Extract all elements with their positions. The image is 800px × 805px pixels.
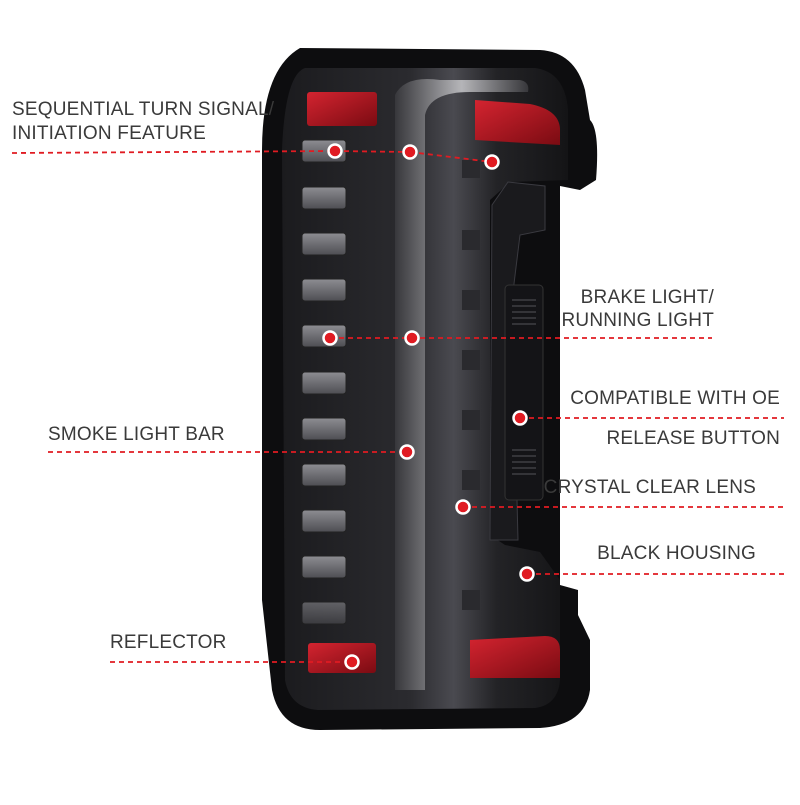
release-button-bracket: [489, 181, 546, 541]
turn-signal-label-line1: SEQUENTIAL TURN SIGNAL/: [12, 99, 275, 120]
smoke-light-bar: [395, 79, 529, 690]
smoke-light-bar-label: SMOKE LIGHT BAR: [48, 424, 225, 445]
brake-light-label-line2: RUNNING LIGHT: [561, 310, 714, 331]
inner-segments: [462, 160, 480, 610]
callout-lines: [11, 150, 784, 663]
reflector-top-right: [475, 100, 560, 145]
reflector-label: REFLECTOR: [110, 632, 227, 653]
black-housing-label: BLACK HOUSING: [597, 543, 756, 564]
callout-dots: [322, 143, 535, 670]
release-button-label-line2: RELEASE BUTTON: [606, 428, 780, 449]
crystal-clear-lens-label: CRYSTAL CLEAR LENS: [543, 477, 756, 498]
brake-light-label-line1: BRAKE LIGHT/: [580, 287, 714, 308]
reflector-bottom-left: [308, 643, 376, 673]
release-button-label-line1: COMPATIBLE WITH OE: [570, 388, 780, 409]
turn-signal-label-line2: INITIATION FEATURE: [12, 123, 206, 144]
reflector-top-left: [307, 92, 377, 126]
reflector-bottom-right: [470, 636, 560, 678]
release-button-ribs: [512, 299, 536, 475]
